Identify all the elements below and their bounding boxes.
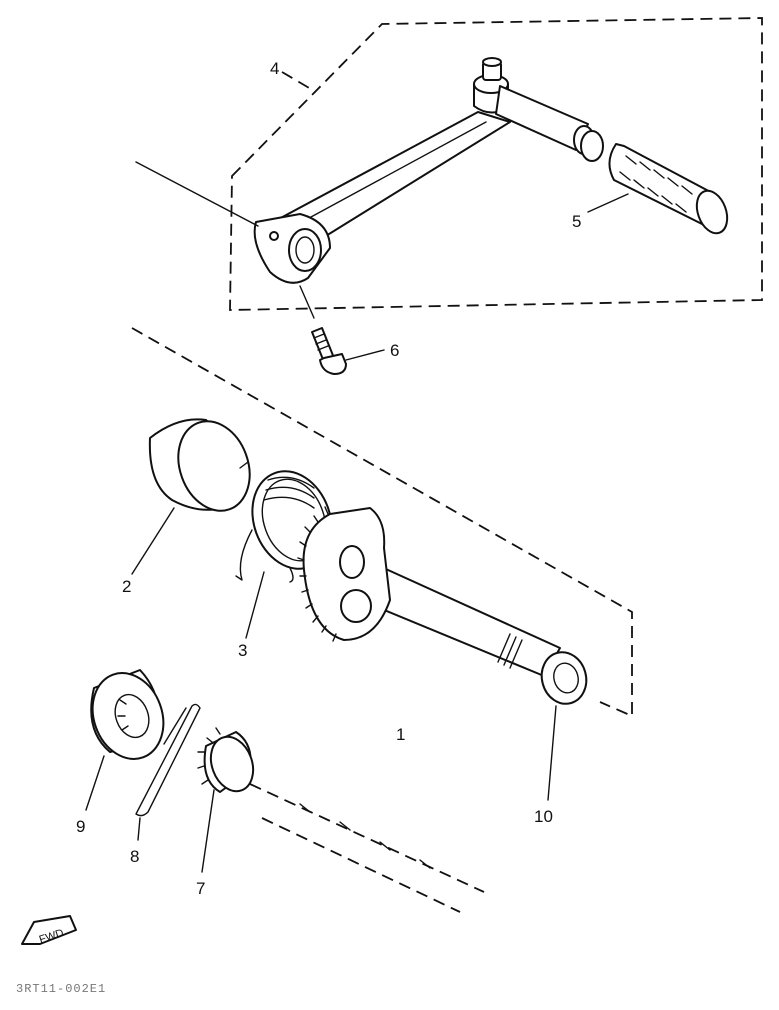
leader-2 [131, 507, 175, 575]
leader-4 [281, 71, 317, 93]
leader-5 [587, 193, 629, 213]
leader-6 [345, 349, 385, 361]
clip [135, 703, 201, 817]
label-part-9: 9 [76, 817, 85, 836]
kick-grip [608, 143, 729, 235]
leader-7 [201, 789, 215, 873]
leader-4-lever [135, 161, 259, 227]
main-axle [249, 783, 485, 913]
shaft-reference-line [131, 327, 633, 718]
figure-code: 3RT11-002E1 [16, 982, 106, 996]
bolt [299, 285, 347, 375]
label-part-6: 6 [390, 341, 399, 360]
label-part-8: 8 [130, 847, 139, 866]
label-part-3: 3 [238, 641, 247, 660]
label-part-10: 10 [534, 807, 553, 826]
label-part-4: 4 [270, 59, 279, 78]
leader-8 [137, 817, 141, 841]
kick-crank-lever [253, 57, 604, 284]
label-part-1: 1 [396, 725, 405, 744]
kick-drive-gear [90, 669, 165, 760]
leader-9 [85, 755, 105, 811]
spring-cover [148, 418, 251, 512]
assembly-4-dashed-box [229, 17, 763, 311]
washer [540, 651, 588, 705]
label-part-5: 5 [572, 212, 581, 231]
label-part-7: 7 [196, 879, 205, 898]
fwd-arrow-icon: FWD [21, 915, 77, 946]
leader-3 [245, 571, 265, 639]
kick-shaft-gear [297, 506, 561, 677]
label-part-2: 2 [122, 577, 131, 596]
kick-idle-gear [197, 727, 255, 793]
leader-10 [547, 705, 557, 801]
